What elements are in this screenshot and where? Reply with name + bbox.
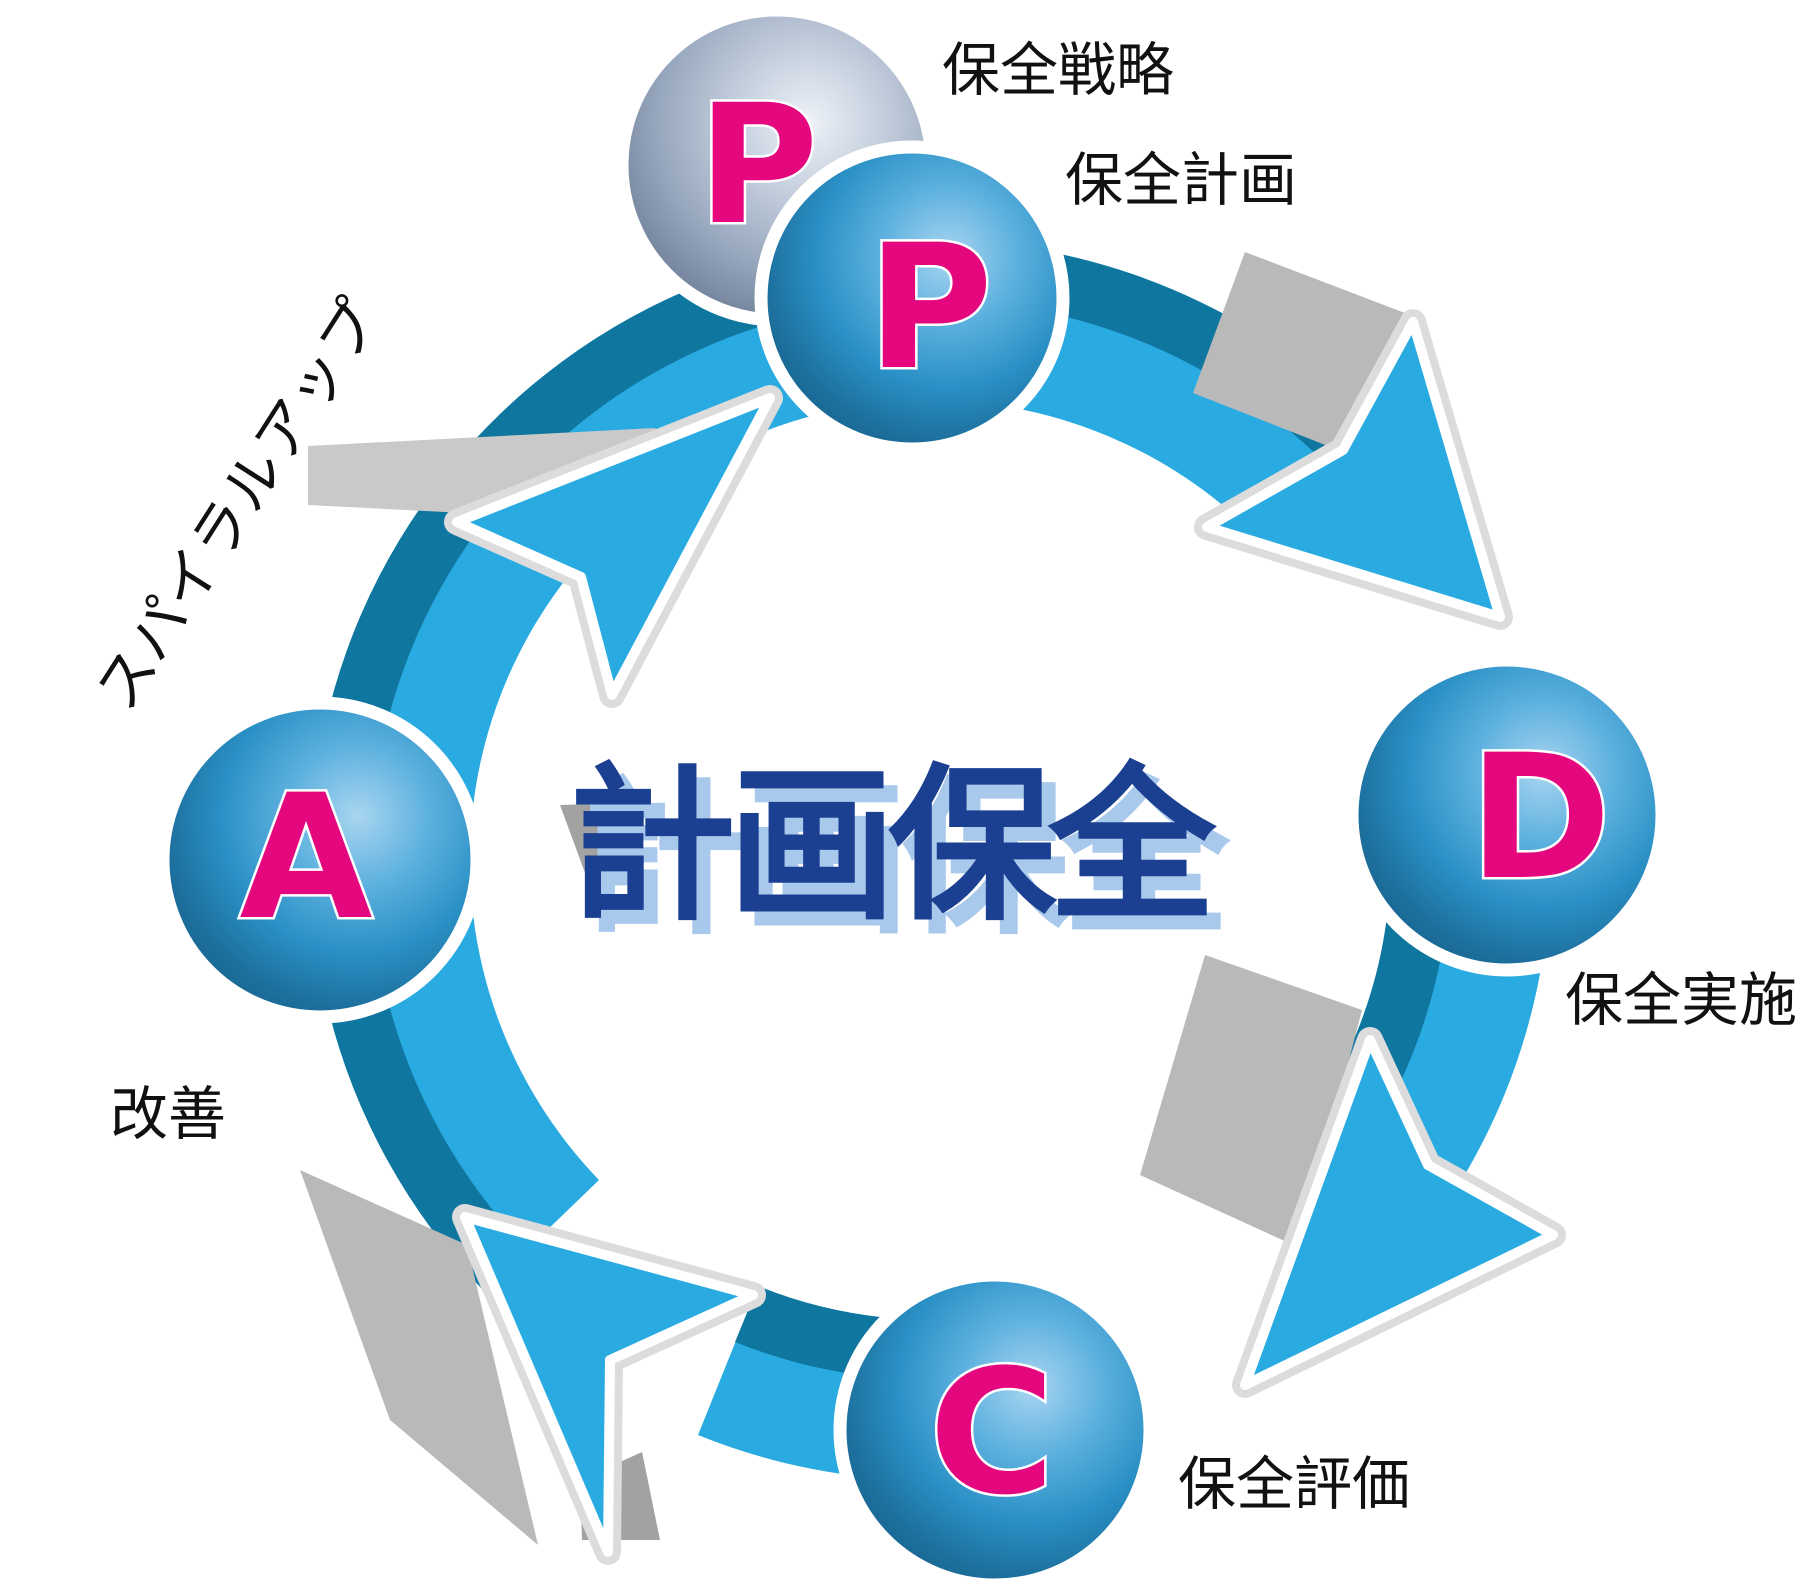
letter-plan-strategy: P (698, 69, 819, 261)
spiral-fold-bottom-left (300, 1170, 538, 1545)
label-check: 保全評価 (1178, 1450, 1410, 1518)
center-title-shadow: 計画保全 (582, 762, 1231, 958)
spiral-fold-under-arrow-top-left (560, 803, 625, 900)
label-act: 改善 (110, 1080, 226, 1148)
letter-act: A (239, 757, 372, 958)
sphere-do (1345, 653, 1669, 977)
cycle-arrowheads (444, 309, 1566, 1565)
node-letters: P P D C A (237, 67, 1614, 1536)
label-plan-schedule: 保全計画 (1065, 146, 1297, 214)
arrowhead-to-plan (452, 393, 775, 700)
letter-plan-schedule: P (867, 207, 993, 408)
ring-segment-act-to-plan-side (310, 259, 794, 1291)
arrowhead-to-act (460, 1212, 758, 1557)
spiral-fold-right (1140, 955, 1362, 1248)
center-title: 計画保全 計画保全 (568, 748, 1239, 958)
arrowhead-to-do (1202, 317, 1505, 622)
center-title-text: 計画保全 (568, 748, 1217, 944)
sphere-act (156, 696, 484, 1024)
sphere-plan-schedule (754, 140, 1070, 456)
sphere-check (833, 1268, 1157, 1592)
arrowhead-to-check (1240, 1035, 1558, 1390)
label-do: 保全実施 (1565, 966, 1796, 1034)
cycle-nodes (156, 3, 1669, 1592)
letter-check: C (929, 1332, 1055, 1533)
letter-do: D (1469, 717, 1612, 918)
label-plan-strategy: 保全戦略 (942, 36, 1174, 104)
